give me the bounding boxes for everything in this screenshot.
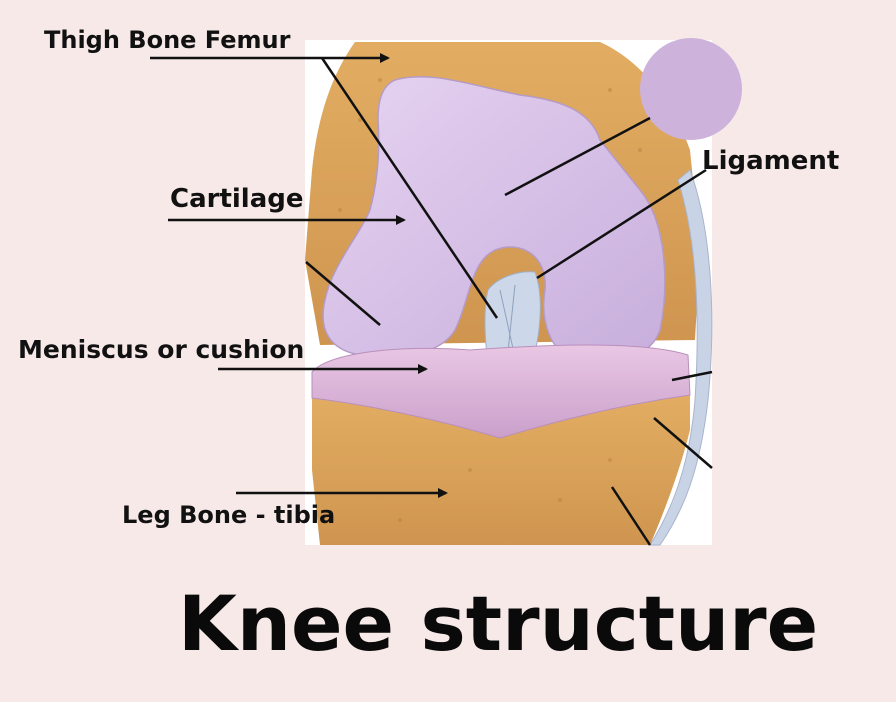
meniscus-label: Meniscus or cushion (18, 337, 304, 362)
femur-label: Thigh Bone Femur (44, 28, 290, 52)
cartilage-label: Cartilage (170, 186, 304, 212)
page-title: Knee structure (178, 586, 818, 662)
decorative-circle (640, 38, 742, 140)
tibia-label: Leg Bone - tibia (122, 503, 335, 527)
ligament-label: Ligament (702, 148, 839, 174)
